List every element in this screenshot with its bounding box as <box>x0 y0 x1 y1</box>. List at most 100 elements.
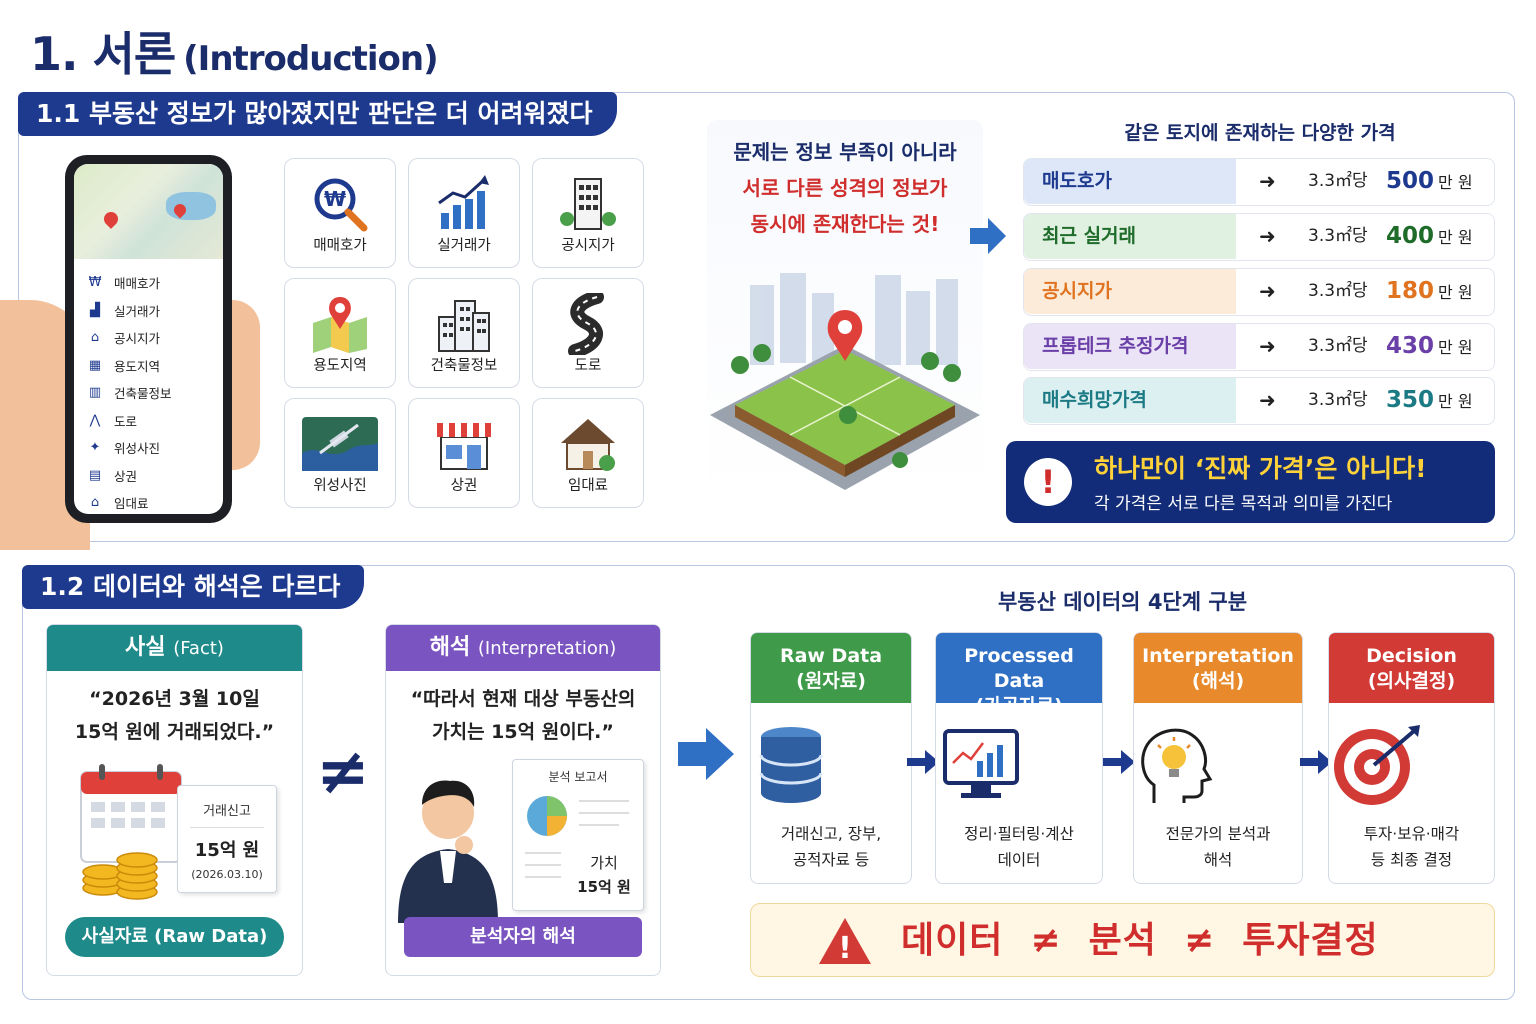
phone-item[interactable]: ⋀도로 <box>86 407 211 435</box>
interp-title: 해석 <box>429 635 471 660</box>
fact-quote-line1: “2026년 3월 10일 <box>89 688 260 710</box>
satellite-image-icon <box>302 417 378 471</box>
tile-building-info[interactable]: 건축물정보 <box>408 278 520 388</box>
tile-label: 상권 <box>450 478 478 494</box>
phone-item-label: 위성사진 <box>114 441 161 457</box>
stage-desc-line1: 정리·필터링·계산 <box>964 825 1074 843</box>
warning-headline: 하나만이 ‘진짜 가격’은 아니다! <box>1094 454 1427 483</box>
stage-title: Processed Data <box>964 645 1074 692</box>
map-pin-icon <box>313 297 367 353</box>
price-suffix: 만 원 <box>1438 228 1473 247</box>
warning-subtext: 각 가격은 서로 다른 목적과 의미를 가진다 <box>1094 494 1393 514</box>
pie-chart-icon <box>527 796 567 836</box>
fact-quote-line2: 15억 원에 거래되었다.” <box>74 721 275 743</box>
warning-triangle-glyph: ! <box>838 931 852 966</box>
phone-item[interactable]: ⌂공시지가 <box>86 324 211 352</box>
doc-amount: 15억 원 <box>194 840 260 861</box>
phone-item[interactable]: ▥건축물정보 <box>86 379 211 407</box>
report-title: 분석 보고서 <box>548 770 608 784</box>
section1-tag: 1.1 부동산 정보가 많아졌지만 판단은 더 어려워졌다 <box>18 92 617 136</box>
title-ko: 1. 서론 <box>30 27 176 81</box>
stage-subtitle: (의사결정) <box>1367 670 1456 692</box>
tile-label: 공시지가 <box>561 238 615 254</box>
price-value: 350 <box>1386 387 1435 413</box>
land-illustration <box>710 273 980 490</box>
stage-desc-line1: 거래신고, 장부, <box>780 825 882 843</box>
stage-desc-line2: 데이터 <box>997 851 1041 869</box>
big-arrow-right-icon <box>678 728 734 780</box>
flow-arrow-icon <box>1103 750 1135 774</box>
analyst-person-icon <box>398 780 498 923</box>
phone-item-label: 건축물정보 <box>114 386 172 402</box>
price-unit: 3.3㎡당 <box>1308 226 1368 246</box>
tile-asking-price[interactable]: ₩ 매매호가 <box>284 158 396 268</box>
stage-header: Raw Data (원자료) <box>751 633 911 703</box>
road-icon <box>568 290 604 358</box>
report-line <box>579 800 629 802</box>
phone-item[interactable]: ⌂임대료 <box>86 489 211 514</box>
rental-house-icon <box>561 419 615 471</box>
phone-item[interactable]: ▦용도지역 <box>86 352 211 380</box>
office-building-icon <box>560 178 616 230</box>
price-unit: 3.3㎡당 <box>1308 171 1368 191</box>
price-label: 최근 실거래 <box>1024 214 1236 259</box>
database-icon <box>759 727 823 803</box>
phone-item[interactable]: ▤상권 <box>86 462 211 490</box>
satellite-icon: ✦ <box>89 440 101 456</box>
stage-subtitle: (원자료) <box>796 670 866 692</box>
interp-pill: 분석자의 해석 <box>404 917 642 957</box>
analysis-report: 분석 보고서 가치 15억 원 <box>512 759 644 911</box>
price-label: 공시지가 <box>1024 269 1236 314</box>
fact-quote: “2026년 3월 10일 15억 원에 거래되었다.” <box>47 683 302 749</box>
problem-line2: 서로 다른 성격의 정보가 <box>742 176 948 200</box>
stage-description: 거래신고, 장부,공적자료 등 <box>751 821 911 873</box>
stage-raw-data: Raw Data (원자료) 거래신고, 장부,공적자료 등 <box>750 632 912 884</box>
tile-official-price[interactable]: 공시지가 <box>532 158 644 268</box>
phone-item[interactable]: ₩매매호가 <box>86 269 211 297</box>
arrow-icon: ➜ <box>1259 334 1276 358</box>
doc-date: (2026.03.10) <box>191 868 263 881</box>
phone-item[interactable]: ✦ 위성사진 <box>86 434 211 462</box>
tile-label: 도로 <box>574 358 602 374</box>
phone-item[interactable]: ▟실거래가 <box>86 297 211 325</box>
growth-chart-icon <box>438 175 489 229</box>
phone-list: ₩매매호가 ▟실거래가 ⌂공시지가 ▦용도지역 ▥건축물정보 ⋀도로 ✦ 위성사진… <box>74 259 223 514</box>
shop-icon: ▤ <box>88 467 102 483</box>
stage-subtitle: (해석) <box>1191 670 1245 692</box>
tile-commercial[interactable]: 상권 <box>408 398 520 508</box>
exclamation-icon: ! <box>1024 458 1072 506</box>
stage-header: Interpretation(해석) <box>1134 633 1302 703</box>
price-label: 매수희망가격 <box>1024 378 1236 423</box>
stage-desc-line1: 전문가의 분석과 <box>1165 825 1271 843</box>
final-message-text: 데이터 ≠ 분석 ≠ 투자결정 <box>901 920 1379 961</box>
price-label: 매도호가 <box>1024 159 1236 204</box>
doc-divider <box>190 827 264 828</box>
tile-actual-price[interactable]: 실거래가 <box>408 158 520 268</box>
price-unit: 3.3㎡당 <box>1308 281 1368 301</box>
report-line <box>525 864 561 866</box>
price-suffix: 만 원 <box>1438 392 1473 411</box>
tile-road[interactable]: 도로 <box>532 278 644 388</box>
tile-label: 실거래가 <box>437 238 491 254</box>
svg-text:₩: ₩ <box>324 187 346 211</box>
tile-label: 건축물정보 <box>430 358 498 374</box>
report-amount: 15억 원 <box>577 878 631 896</box>
smartphone: ₩매매호가 ▟실거래가 ⌂공시지가 ▦용도지역 ▥건축물정보 ⋀도로 ✦ 위성사진… <box>65 155 232 523</box>
phone-item-label: 임대료 <box>114 496 149 512</box>
map-pin-icon <box>101 209 121 229</box>
tile-rent[interactable]: 임대료 <box>532 398 644 508</box>
stage-title: Raw Data <box>779 645 883 667</box>
flow-arrow-icon <box>1300 750 1332 774</box>
tile-zoning[interactable]: 용도지역 <box>284 278 396 388</box>
tile-satellite[interactable]: 위성사진 <box>284 398 396 508</box>
